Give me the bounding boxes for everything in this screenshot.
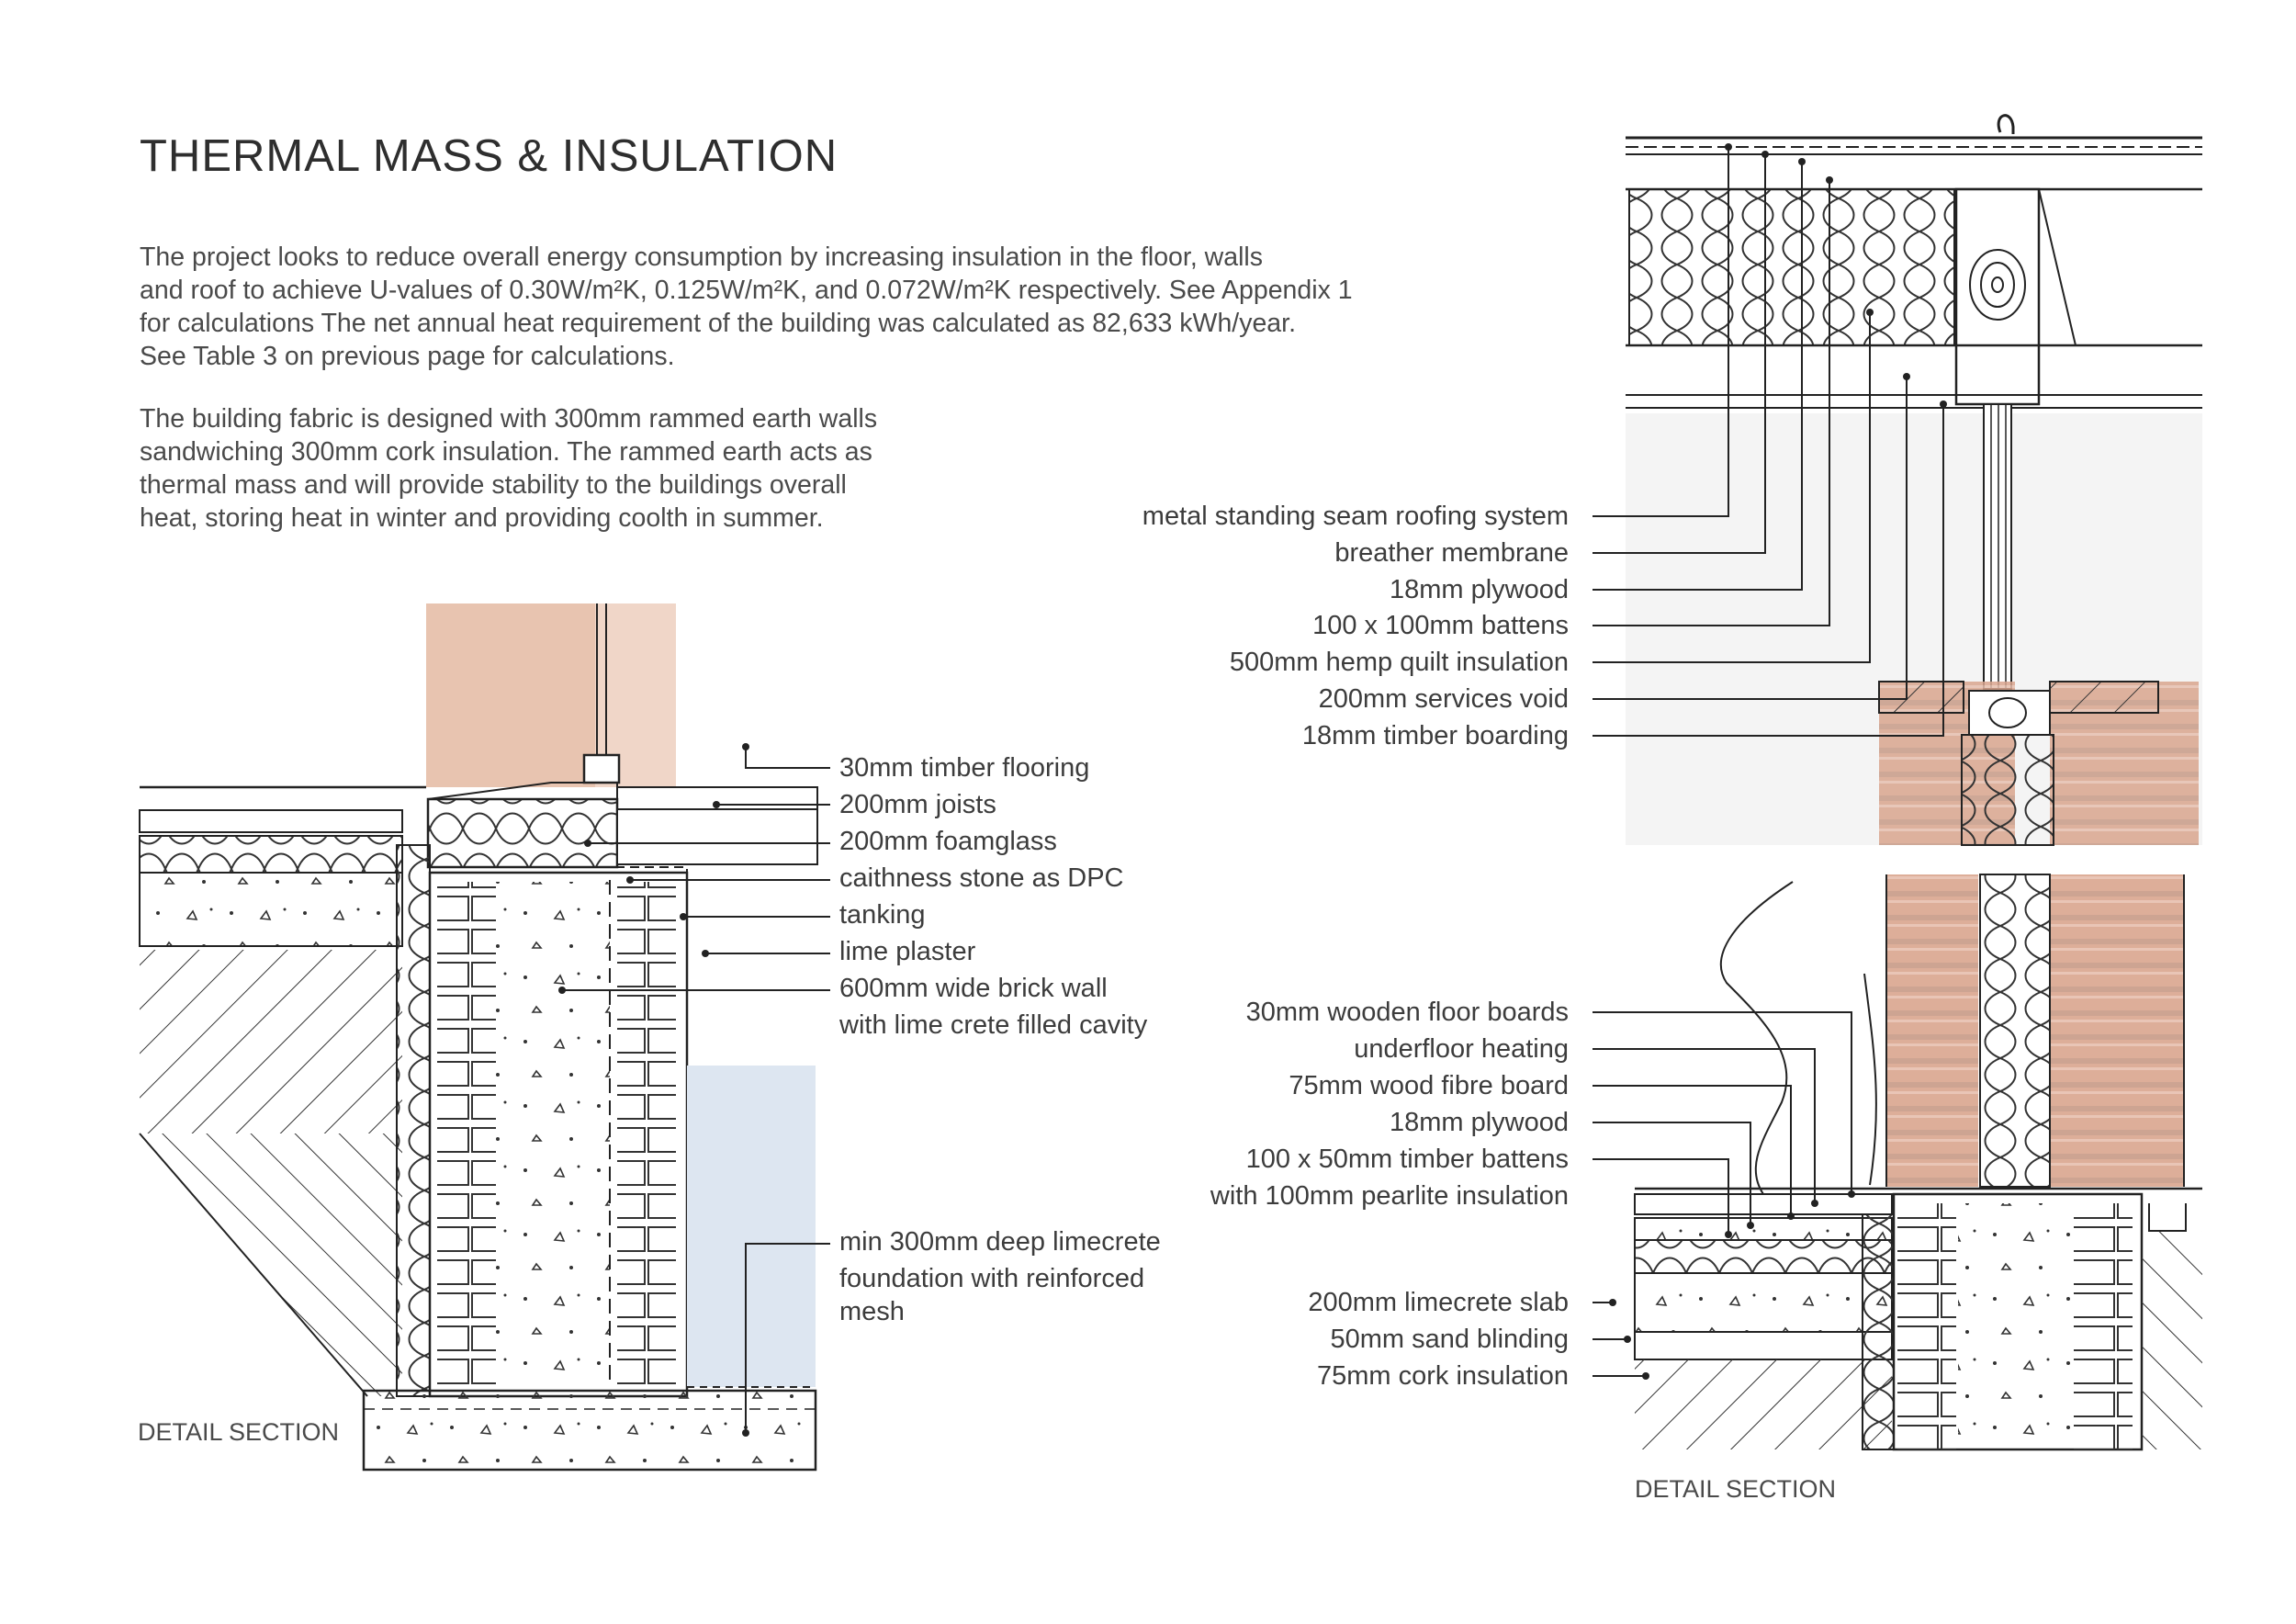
fabric-line: sandwiching 300mm cork insulation. The r… <box>140 437 872 467</box>
label-timber-battens: 100 x 50mm timber battens <box>1245 1145 1569 1174</box>
label-foamglass: 200mm foamglass <box>839 827 1057 856</box>
intro-line: See Table 3 on previous page for calcula… <box>140 342 675 371</box>
label-roof-plywood: 18mm plywood <box>1389 575 1569 604</box>
label-roofing-system: metal standing seam roofing system <box>1142 502 1569 531</box>
fabric-paragraph: The building fabric is designed with 300… <box>140 402 877 535</box>
label-limecrete-slab: 200mm limecrete slab <box>1308 1288 1569 1317</box>
label-cork-insulation: 75mm cork insulation <box>1317 1361 1569 1391</box>
intro-line: and roof to achieve U-values of 0.30W/m²… <box>140 276 1353 305</box>
label-breather-membrane: breather membrane <box>1334 538 1569 568</box>
fabric-line: The building fabric is designed with 300… <box>140 404 878 434</box>
left-detail-drawing <box>139 603 830 1472</box>
fabric-line: thermal mass and will provide stability … <box>140 470 847 500</box>
page-title: THERMAL MASS & INSULATION <box>140 131 838 181</box>
label-foundation: min 300mm deep limecrete <box>839 1227 1161 1257</box>
label-underfloor-heating: underfloor heating <box>1354 1034 1569 1064</box>
intro-line: The project looks to reduce overall ener… <box>140 242 1263 272</box>
label-timber-boarding: 18mm timber boarding <box>1301 721 1569 750</box>
label-services-void: 200mm services void <box>1318 684 1569 714</box>
label-joists: 200mm joists <box>839 790 996 819</box>
label-brick-wall-cont: with lime crete filled cavity <box>839 1010 1148 1040</box>
label-timber-flooring: 30mm timber flooring <box>839 753 1090 783</box>
label-lime-plaster: lime plaster <box>839 937 976 966</box>
label-wooden-floor-boards: 30mm wooden floor boards <box>1245 998 1569 1027</box>
fabric-line: heat, storing heat in winter and providi… <box>140 503 824 533</box>
label-hemp-quilt: 500mm hemp quilt insulation <box>1229 648 1569 677</box>
label-caithness-dpc: caithness stone as DPC <box>839 863 1124 893</box>
label-foundation-end: mesh <box>839 1297 905 1326</box>
left-detail-caption: DETAIL SECTION <box>138 1418 340 1446</box>
label-pearlite-insulation: with 100mm pearlite insulation <box>1210 1181 1569 1211</box>
roof-detail-drawing <box>1593 114 2202 846</box>
label-foundation-cont: foundation with reinforced <box>839 1264 1145 1293</box>
label-battens: 100 x 100mm battens <box>1312 611 1569 640</box>
label-floor-plywood: 18mm plywood <box>1389 1108 1569 1137</box>
label-wood-fibre-board: 75mm wood fibre board <box>1289 1071 1569 1100</box>
label-tanking: tanking <box>839 900 926 930</box>
intro-line: for calculations The net annual heat req… <box>140 309 1296 338</box>
intro-paragraph: The project looks to reduce overall ener… <box>140 241 1353 373</box>
label-brick-wall: 600mm wide brick wall <box>839 974 1108 1003</box>
right-detail-caption: DETAIL SECTION <box>1635 1475 1837 1503</box>
label-sand-blinding: 50mm sand blinding <box>1330 1325 1569 1354</box>
floor-detail-drawing <box>1593 874 2202 1451</box>
